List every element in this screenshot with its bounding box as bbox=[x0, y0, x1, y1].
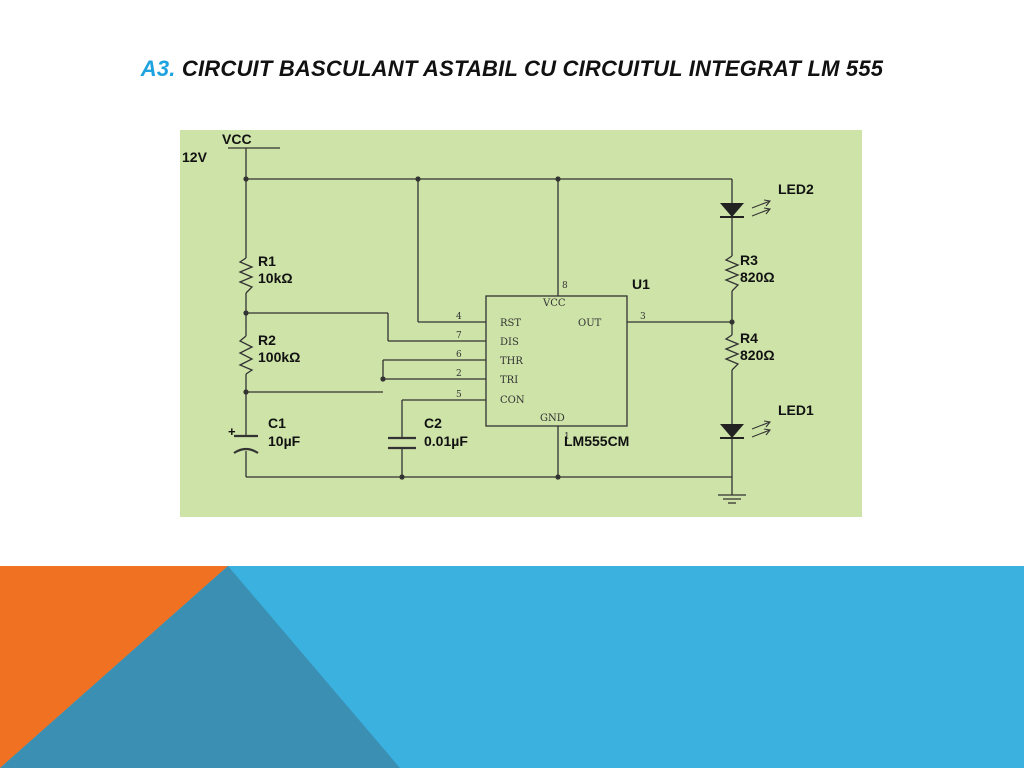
title-text: CIRCUIT BASCULANT ASTABIL CU CIRCUITUL I… bbox=[181, 56, 884, 81]
vcc-label: VCC bbox=[222, 131, 252, 147]
ic-ref: U1 bbox=[632, 276, 650, 292]
slide-title: A3. CIRCUIT BASCULANT ASTABIL CU CIRCUIT… bbox=[0, 56, 1024, 82]
pin-label-tri: TRI bbox=[500, 375, 518, 386]
pin-num-con: 5 bbox=[456, 390, 462, 400]
c2-name: C2 bbox=[424, 415, 442, 431]
junction-dots bbox=[243, 176, 735, 480]
c2-value: 0.01µF bbox=[424, 433, 468, 449]
c1-plate-bottom bbox=[233, 447, 259, 454]
pin-label-dis: DIS bbox=[500, 337, 519, 348]
r2-name: R2 bbox=[258, 332, 276, 348]
led2-name: LED2 bbox=[778, 181, 814, 197]
c1-plus-sign: + bbox=[228, 424, 236, 439]
pin-label-con: CON bbox=[500, 395, 525, 406]
led1-symbol bbox=[720, 420, 772, 439]
footer-shapes bbox=[0, 566, 1024, 768]
r1-value: 10kΩ bbox=[258, 270, 293, 286]
c1-name: C1 bbox=[268, 415, 286, 431]
r2-value: 100kΩ bbox=[258, 349, 300, 365]
footer-dark-triangle bbox=[0, 566, 400, 768]
r4-resistor bbox=[724, 334, 740, 371]
r3-name: R3 bbox=[740, 252, 758, 268]
pin-num-tri: 2 bbox=[456, 369, 462, 379]
led1-name: LED1 bbox=[778, 402, 814, 418]
ground-symbol bbox=[718, 494, 746, 504]
footer-decoration bbox=[0, 566, 1024, 768]
pin-label-gnd: GND bbox=[540, 413, 565, 424]
pin-num-vcc: 8 bbox=[562, 281, 568, 291]
c1-value: 10µF bbox=[268, 433, 301, 449]
wires bbox=[228, 147, 733, 495]
ic-part: LM555CM bbox=[564, 433, 629, 449]
r3-value: 820Ω bbox=[740, 269, 775, 285]
r4-value: 820Ω bbox=[740, 347, 775, 363]
circuit-diagram: + bbox=[180, 130, 862, 517]
title-prefix: A3. bbox=[140, 56, 176, 81]
r1-resistor bbox=[238, 257, 254, 294]
r4-name: R4 bbox=[740, 330, 758, 346]
r2-resistor bbox=[238, 335, 254, 375]
pin-num-dis: 7 bbox=[456, 331, 462, 341]
resistors bbox=[238, 255, 740, 375]
diagram-background bbox=[180, 130, 862, 517]
led2-symbol bbox=[720, 199, 772, 218]
r3-resistor bbox=[724, 255, 740, 292]
pin-num-out: 3 bbox=[640, 312, 646, 322]
schematic-svg: + bbox=[180, 130, 862, 517]
pin-label-thr: THR bbox=[500, 356, 523, 367]
pin-label-rst: RST bbox=[500, 318, 521, 329]
ic-body bbox=[485, 295, 628, 427]
pin-label-vcc: VCC bbox=[542, 298, 566, 309]
capacitors bbox=[233, 434, 416, 454]
pin-num-thr: 6 bbox=[456, 350, 462, 360]
pin-num-rst: 4 bbox=[456, 312, 462, 322]
r1-name: R1 bbox=[258, 253, 276, 269]
pin-label-out: OUT bbox=[578, 318, 602, 329]
pin-num-gnd: 1 bbox=[564, 432, 570, 442]
supply-voltage-label: 12V bbox=[182, 149, 208, 165]
